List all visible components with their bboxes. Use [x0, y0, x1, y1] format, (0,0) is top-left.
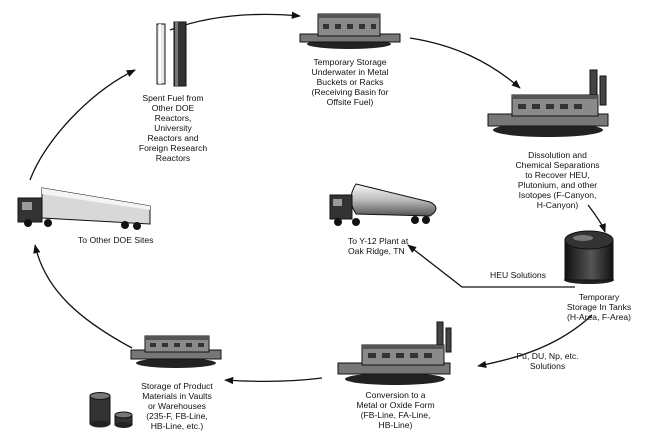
arrow-storage-to-dissolution: [409, 37, 521, 89]
label-storage-products: Storage of Product Materials in Vaults o…: [141, 381, 213, 431]
label-temporary-storage-tanks: Temporary Storage In Tanks (H-Area, F-Ar…: [566, 292, 632, 322]
arrow-conversion-to-products: [224, 376, 323, 385]
edge-label-heu-solutions: HEU Solutions: [490, 270, 546, 280]
tanker-truck-icon: [329, 183, 437, 226]
label-dissolution: Dissolution and Chemical Separations to …: [515, 150, 600, 210]
arrow-tanks-to-conversion: [477, 314, 593, 369]
edge-label-pu-solutions: Pu, DU, Np, etc. Solutions: [516, 351, 579, 371]
arrow-products-to-other-sites: [33, 244, 133, 349]
arrow-other-sites-to-spent-fuel: [29, 69, 136, 181]
arrow-heu-to-y12: [407, 244, 575, 288]
arrow-spent-fuel-to-storage: [169, 11, 301, 31]
arrow-dissolution-to-tanks: [587, 204, 606, 233]
receiving-basin-building-icon: [299, 13, 401, 49]
box-truck-icon: [17, 187, 151, 230]
label-spent-fuel: Spent Fuel from Other DOE Reactors, Univ…: [138, 93, 208, 163]
product-storage-building-icon: [130, 335, 222, 368]
storage-tank-icon: [564, 230, 614, 284]
spent-fuel-rods-icon: [156, 21, 187, 87]
conversion-facility-building-icon: [337, 321, 452, 385]
canyon-facility-building-icon: [487, 69, 609, 137]
label-conversion: Conversion to a Metal or Oxide Form (FB-…: [356, 390, 435, 430]
storage-drums-icon: [89, 392, 133, 428]
label-to-other-doe-sites: To Other DOE Sites: [78, 235, 154, 245]
label-to-y12: To Y-12 Plant at Oak Ridge, TN: [348, 236, 409, 256]
label-temporary-storage-underwater: Temporary Storage Underwater in Metal Bu…: [311, 57, 389, 107]
